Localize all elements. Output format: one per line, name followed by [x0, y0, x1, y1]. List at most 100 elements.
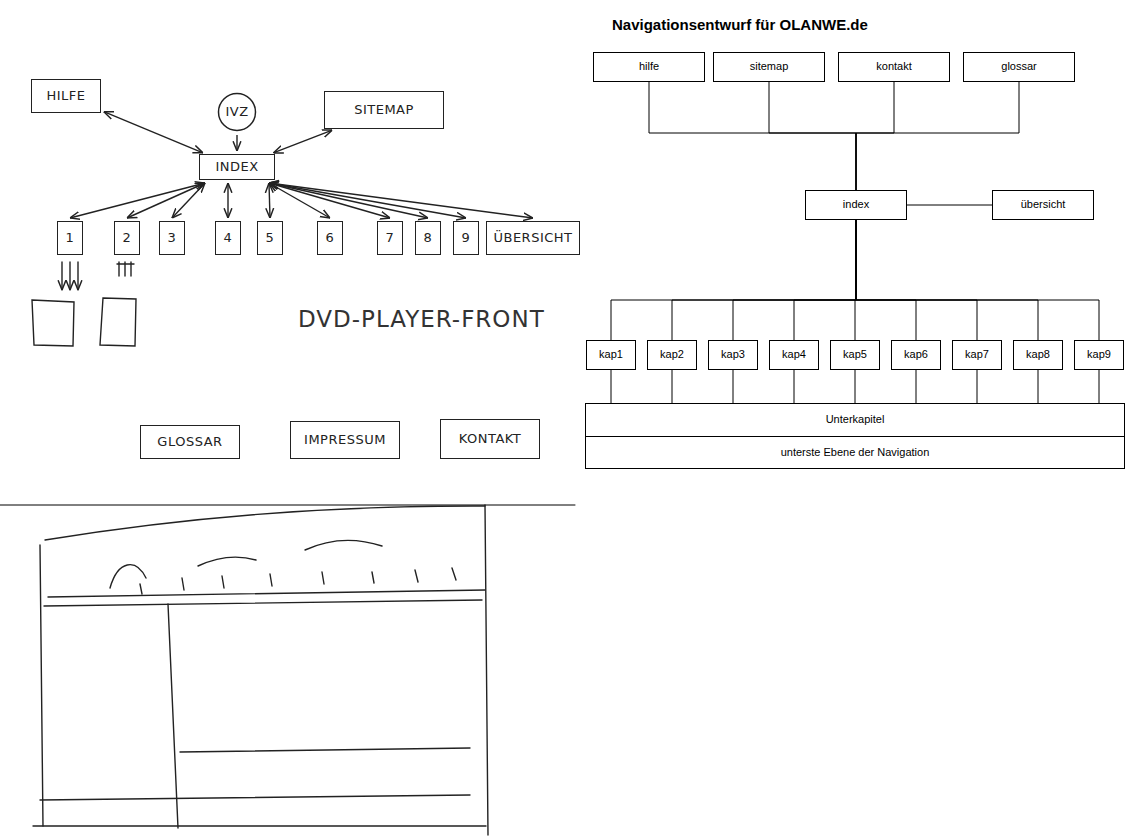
nav-box: kap7 [952, 340, 1002, 370]
box-label: ÜBERSICHT [493, 230, 572, 246]
box-label: 1 [66, 230, 75, 246]
sketch-box: INDEX [199, 154, 275, 180]
sketch-arrow [227, 183, 228, 218]
box-label: index [843, 198, 869, 211]
sketch-lines [0, 262, 575, 835]
circle-shape [219, 94, 256, 131]
divider-line [0, 505, 575, 506]
tree-line [856, 220, 977, 340]
box-label: kontakt [876, 60, 911, 73]
sketch-arrow [236, 135, 237, 151]
sketch-box: HILFE [31, 79, 101, 113]
tree-line [907, 205, 992, 206]
sketch-arrow [269, 183, 466, 218]
sketch-arrow [269, 183, 390, 218]
header-line [44, 600, 482, 606]
box-label: 8 [424, 230, 433, 246]
sketch-box: 8 [415, 221, 441, 255]
sketch-box: KONTAKT [440, 419, 540, 459]
nav-box: kap4 [769, 340, 819, 370]
sketch-arrow [104, 112, 203, 153]
nav-box: glossar [963, 52, 1075, 82]
tree-line [733, 370, 734, 403]
nav-box: kap5 [830, 340, 880, 370]
tree-line [856, 82, 894, 190]
box-label: HILFE [46, 88, 85, 104]
box-label: SITEMAP [354, 102, 414, 118]
sketch-box: 6 [317, 221, 343, 255]
tree-line [794, 370, 795, 403]
tree-line [794, 220, 856, 340]
box-label: GLOSSAR [157, 434, 222, 450]
tree-line [856, 220, 1038, 340]
sketch-arrow [172, 183, 205, 218]
sub-arrow-scribble [117, 262, 134, 276]
box-label: unterste Ebene der Navigation [586, 436, 1124, 469]
box-label: 2 [123, 230, 132, 246]
level-band: Unterkapitelunterste Ebene der Navigatio… [585, 403, 1125, 469]
circle-node: IVZ [217, 92, 257, 132]
nav-box: kap8 [1013, 340, 1063, 370]
sketch-arrow [269, 183, 270, 218]
tree-line [1038, 370, 1039, 403]
nav-box: kap3 [708, 340, 758, 370]
box-label: 3 [168, 230, 177, 246]
nav-box: index [805, 190, 907, 220]
sketch-note: DVD-PLAYER-FRONT [298, 306, 545, 332]
sub-arrow [61, 262, 62, 290]
header-ticks [140, 568, 456, 594]
sub-arrow [69, 262, 70, 290]
box-label: glossar [1001, 60, 1036, 73]
box-label: 9 [462, 230, 471, 246]
tree-line [1099, 370, 1100, 403]
diagram-title: Navigationsentwurf für OLANWE.de [612, 16, 868, 33]
tree-line [916, 370, 917, 403]
sketch-box: IMPRESSUM [290, 421, 400, 459]
tree-line [856, 220, 1099, 340]
tree-line [611, 220, 856, 340]
nav-box: kap6 [891, 340, 941, 370]
box-label: KONTAKT [459, 431, 522, 447]
sketch-box: 7 [377, 221, 403, 255]
nav-box: kap2 [647, 340, 697, 370]
box-label: kap1 [599, 348, 623, 361]
box-label: IMPRESSUM [304, 432, 386, 448]
window-top [45, 506, 485, 540]
sidebar-line [168, 604, 178, 828]
window-bottom [33, 825, 486, 826]
header-wave [305, 540, 382, 550]
box-label: übersicht [1021, 198, 1066, 211]
header-wave [198, 557, 256, 566]
tree-line [977, 370, 978, 403]
box-label: IVZ [225, 104, 248, 120]
blank-box [32, 300, 74, 346]
tree-line [856, 82, 1019, 190]
sketch-arrow [70, 183, 205, 218]
nav-box: hilfe [593, 52, 705, 82]
box-label: kap5 [843, 348, 867, 361]
box-label: kap9 [1087, 348, 1111, 361]
sketch-box: SITEMAP [324, 91, 444, 129]
box-label: kap4 [782, 348, 806, 361]
tree-line [769, 82, 856, 190]
sketch-box: 4 [215, 221, 241, 255]
tree-line [611, 370, 612, 403]
nav-box: kap9 [1074, 340, 1124, 370]
sketch-box: 9 [453, 221, 479, 255]
sketch-box: 5 [257, 221, 283, 255]
box-label: INDEX [215, 159, 258, 175]
blank-box [100, 298, 136, 346]
box-label: kap3 [721, 348, 745, 361]
sketch-box: GLOSSAR [140, 425, 240, 459]
tree-line [856, 220, 916, 340]
box-label: hilfe [639, 60, 659, 73]
box-label: 5 [266, 230, 275, 246]
box-label: sitemap [750, 60, 789, 73]
sketch-arrow [273, 130, 332, 153]
window-line [40, 795, 470, 800]
header-line [48, 590, 485, 597]
tree-line [733, 220, 856, 340]
nav-box: sitemap [713, 52, 825, 82]
sketch-arrow [269, 183, 533, 218]
sketch-box: 1 [57, 221, 83, 255]
